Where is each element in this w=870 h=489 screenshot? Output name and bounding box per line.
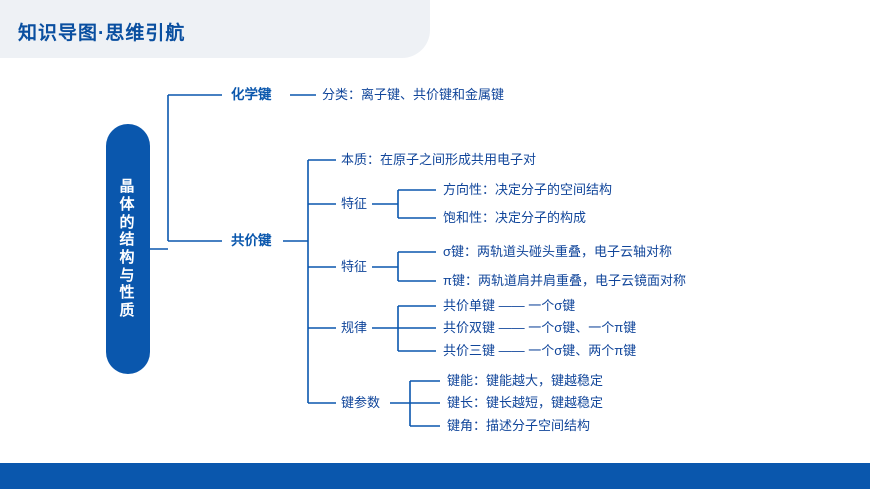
node-essence[interactable]: 本质：在原子之间形成共用电子对 <box>341 152 537 167</box>
node-double-bond[interactable]: 共价双键 —— 一个σ键、一个π键 <box>443 320 637 335</box>
node-feature-1[interactable]: 特征 <box>341 196 368 211</box>
node-triple-bond[interactable]: 共价三键 —— 一个σ键、两个π键 <box>443 343 637 358</box>
node-bond-parameters[interactable]: 键参数 <box>341 395 381 410</box>
node-rules[interactable]: 规律 <box>341 320 368 335</box>
node-feature-2[interactable]: 特征 <box>341 259 368 274</box>
footer-band <box>0 463 870 489</box>
node-classification[interactable]: 分类：离子键、共价键和金属键 <box>322 87 505 102</box>
branch-covalent-bond[interactable]: 共价键 <box>231 233 272 248</box>
node-saturation[interactable]: 饱和性：决定分子的构成 <box>443 210 587 225</box>
node-bond-energy[interactable]: 键能：键能越大，键越稳定 <box>447 373 604 388</box>
node-sigma-bond[interactable]: σ键：两轨道头碰头重叠，电子云轴对称 <box>443 244 673 259</box>
root-node-label: 晶体的结构与性质 <box>119 178 137 320</box>
node-single-bond[interactable]: 共价单键 —— 一个σ键 <box>443 298 576 313</box>
root-node[interactable]: 晶体的结构与性质 <box>106 124 150 374</box>
node-directionality[interactable]: 方向性：决定分子的空间结构 <box>443 182 613 197</box>
node-pi-bond[interactable]: π键：两轨道肩并肩重叠，电子云镜面对称 <box>443 273 686 288</box>
node-bond-length[interactable]: 键长：键长越短，键越稳定 <box>447 395 604 410</box>
page-title: 知识导图·思维引航 <box>18 23 186 44</box>
header-band <box>0 0 430 58</box>
node-bond-angle[interactable]: 键角：描述分子空间结构 <box>447 418 591 433</box>
branch-chemical-bond[interactable]: 化学键 <box>231 87 272 102</box>
